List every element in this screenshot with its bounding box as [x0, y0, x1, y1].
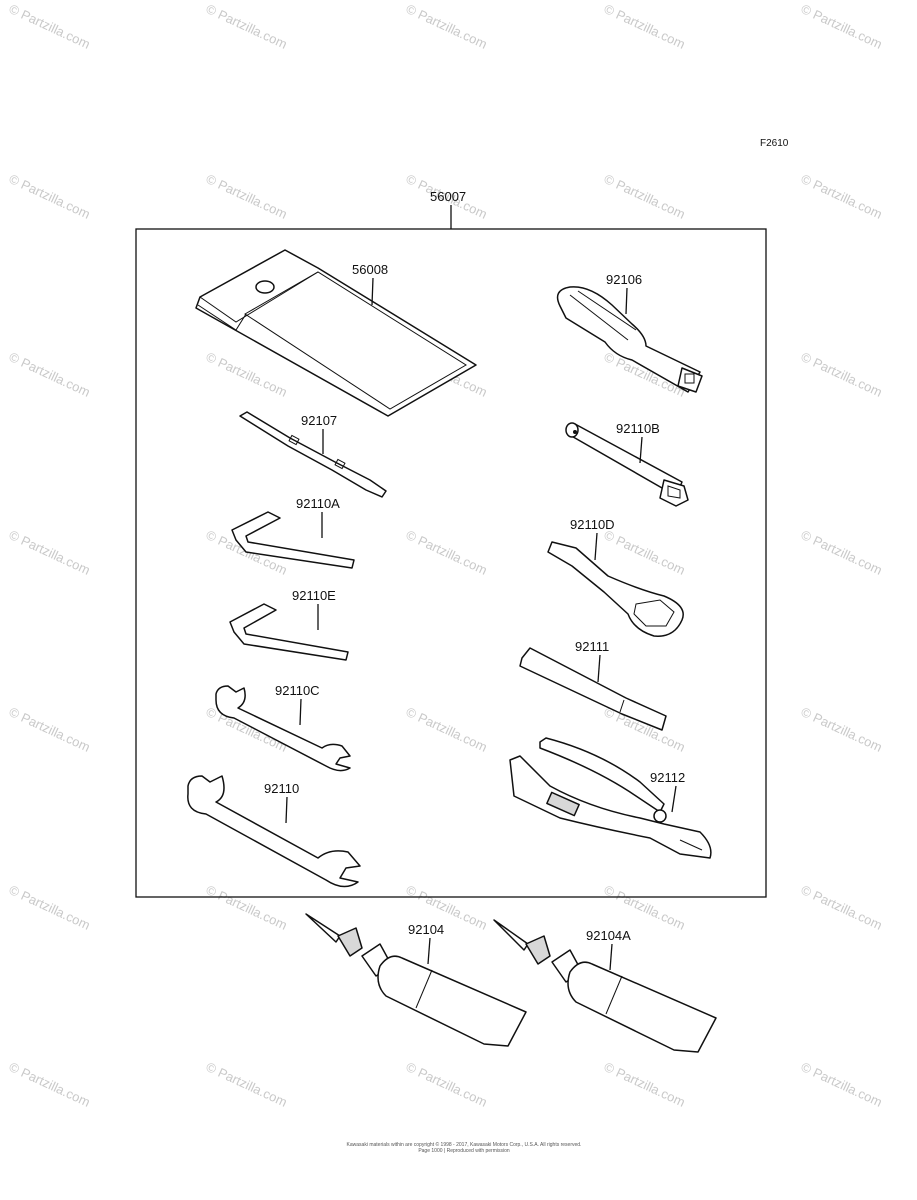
watermark-text: © Partzilla.com [602, 1059, 688, 1110]
watermark-text: © Partzilla.com [7, 704, 93, 755]
leader-extension-bar [597, 654, 601, 683]
watermark-text: © Partzilla.com [602, 1, 688, 52]
footer-page: Page 1000 | Reproduced with permission [418, 1148, 510, 1154]
watermark-text: © Partzilla.com [7, 1059, 93, 1110]
watermark-text: © Partzilla.com [204, 882, 290, 933]
label-grease-2[interactable]: 92104A [586, 928, 631, 943]
leader-grease-2 [609, 943, 613, 971]
screwdriver-drawing [239, 411, 387, 498]
extension-bar-drawing [519, 647, 667, 731]
leader-wrench-small [299, 698, 302, 726]
wrench-small-drawing [215, 685, 351, 772]
watermark-text: © Partzilla.com [799, 171, 885, 222]
watermark-layer: © Partzilla.com © Partzilla.com © Partzill… [7, 1, 885, 1110]
figure-code: F2610 [760, 138, 789, 149]
watermark-text: © Partzilla.com [799, 882, 885, 933]
leader-grease-1 [427, 937, 431, 965]
label-pliers[interactable]: 92112 [650, 770, 685, 785]
watermark-text: © Partzilla.com [404, 1059, 490, 1110]
watermark-text: © Partzilla.com [7, 527, 93, 578]
label-hex-key-a[interactable]: 92110A [296, 496, 340, 511]
label-grease-1[interactable]: 92104 [408, 922, 444, 937]
watermark-text: © Partzilla.com [602, 527, 688, 578]
watermark-text: © Partzilla.com [799, 527, 885, 578]
label-handle[interactable]: 92106 [606, 272, 642, 287]
watermark-text: © Partzilla.com [799, 1059, 885, 1110]
watermark-text: © Partzilla.com [7, 882, 93, 933]
pliers-drawing [509, 737, 712, 859]
label-extension-bar[interactable]: 92111 [575, 639, 609, 654]
hex-key-a-drawing [231, 511, 355, 569]
watermark-text: © Partzilla.com [799, 349, 885, 400]
leader-pliers [671, 785, 677, 813]
leader-socket-wrench [639, 436, 643, 464]
watermark-text: © Partzilla.com [404, 1, 490, 52]
box-wrench-drawing [547, 541, 684, 637]
label-hex-key-e[interactable]: 92110E [292, 588, 336, 603]
watermark-text: © Partzilla.com [404, 527, 490, 578]
leader-wrench-large [285, 796, 288, 824]
leader-box-wrench [594, 532, 598, 561]
label-wrench-large[interactable]: 92110 [264, 781, 299, 796]
watermark-text: © Partzilla.com [204, 1, 290, 52]
footer-copyright: Kawasaki materials within are copyright … [347, 1141, 582, 1148]
label-pouch[interactable]: 56008 [352, 262, 388, 277]
watermark-text: © Partzilla.com [404, 704, 490, 755]
hex-key-e-drawing [229, 603, 349, 661]
watermark-text: © Partzilla.com [204, 171, 290, 222]
watermark-text: © Partzilla.com [7, 349, 93, 400]
label-wrench-small[interactable]: 92110C [275, 683, 320, 698]
watermark-text: © Partzilla.com [799, 1, 885, 52]
watermark-text: © Partzilla.com [204, 1059, 290, 1110]
label-kit[interactable]: 56007 [430, 189, 466, 204]
handle-drawing [556, 286, 703, 393]
watermark-text: © Partzilla.com [7, 1, 93, 52]
pouch-drawing [195, 249, 477, 417]
grease-1-drawing [305, 913, 527, 1047]
label-screwdriver[interactable]: 92107 [301, 413, 337, 428]
socket-wrench-drawing [565, 422, 689, 507]
watermark-text: © Partzilla.com [602, 882, 688, 933]
watermark-text: © Partzilla.com [799, 704, 885, 755]
label-socket-wrench[interactable]: 92110B [616, 421, 660, 436]
leader-handle [625, 287, 628, 315]
label-box-wrench[interactable]: 92110D [570, 517, 615, 532]
wrench-large-drawing [187, 775, 361, 888]
watermark-text: © Partzilla.com [7, 171, 93, 222]
grease-2-drawing [493, 919, 717, 1053]
leader-pouch [371, 277, 374, 306]
watermark-text: © Partzilla.com [204, 349, 290, 400]
watermark-text: © Partzilla.com [602, 171, 688, 222]
